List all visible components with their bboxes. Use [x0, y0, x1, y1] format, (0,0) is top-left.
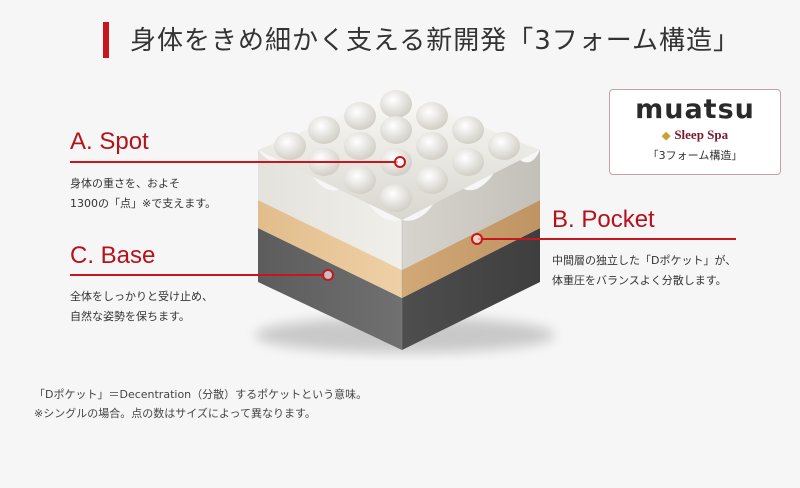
- brand-logo: muatsu: [635, 94, 755, 125]
- base-title: C. Base: [70, 242, 156, 269]
- logo-caption: 「3フォーム構造」: [647, 149, 743, 162]
- base-desc-line-2: 自然な姿勢を保ちます。: [70, 310, 190, 323]
- pocket-title: B. Pocket: [552, 206, 655, 233]
- title-accent-bar: [103, 22, 109, 58]
- spot-marker-dot: [394, 156, 406, 168]
- spot-description: 身体の重さを、およそ 1300の「点」※で支えます。: [70, 174, 216, 214]
- base-marker-dot: [322, 269, 334, 281]
- diamond-icon: ◆: [661, 130, 671, 142]
- base-description: 全体をしっかりと受け止め、 自然な姿勢を保ちます。: [70, 287, 213, 327]
- page-title: 身体をきめ細かく支える新開発「3フォーム構造」: [130, 26, 740, 56]
- brand-logo-box: muatsu ◆Sleep Spa 「3フォーム構造」: [609, 89, 781, 175]
- base-leader-line: [70, 274, 326, 276]
- pocket-desc-line-1: 中間層の独立した「Dポケット」が、: [552, 254, 737, 267]
- pocket-layer-right: [402, 200, 540, 298]
- spot-layer-right: [402, 150, 540, 270]
- spot-desc-line-1: 身体の重さを、およそ: [70, 177, 180, 190]
- pocket-leader-line: [478, 238, 736, 240]
- pocket-desc-line-2: 体重圧をバランスよく分散します。: [552, 274, 727, 287]
- sleep-spa-logo: ◆Sleep Spa: [610, 127, 780, 143]
- base-desc-line-1: 全体をしっかりと受け止め、: [70, 290, 213, 303]
- base-layer-left: [258, 228, 402, 350]
- spot-title: A. Spot: [70, 128, 149, 155]
- pocket-description: 中間層の独立した「Dポケット」が、 体重圧をバランスよく分散します。: [552, 251, 736, 291]
- footnote-dpocket: 「Dポケット」＝Decentration（分散）するポケットという意味。: [34, 388, 368, 401]
- spot-desc-line-2: 1300の「点」※で支えます。: [70, 197, 217, 210]
- footnote-single: ※シングルの場合。点の数はサイズによって異なります。: [34, 407, 316, 420]
- sleep-spa-label: Sleep Spa: [674, 127, 729, 142]
- spot-leader-line: [70, 161, 398, 163]
- spot-layer-left: [258, 150, 402, 270]
- base-layer-right: [402, 228, 540, 350]
- pocket-marker-dot: [471, 233, 483, 245]
- pocket-layer-left: [258, 200, 402, 298]
